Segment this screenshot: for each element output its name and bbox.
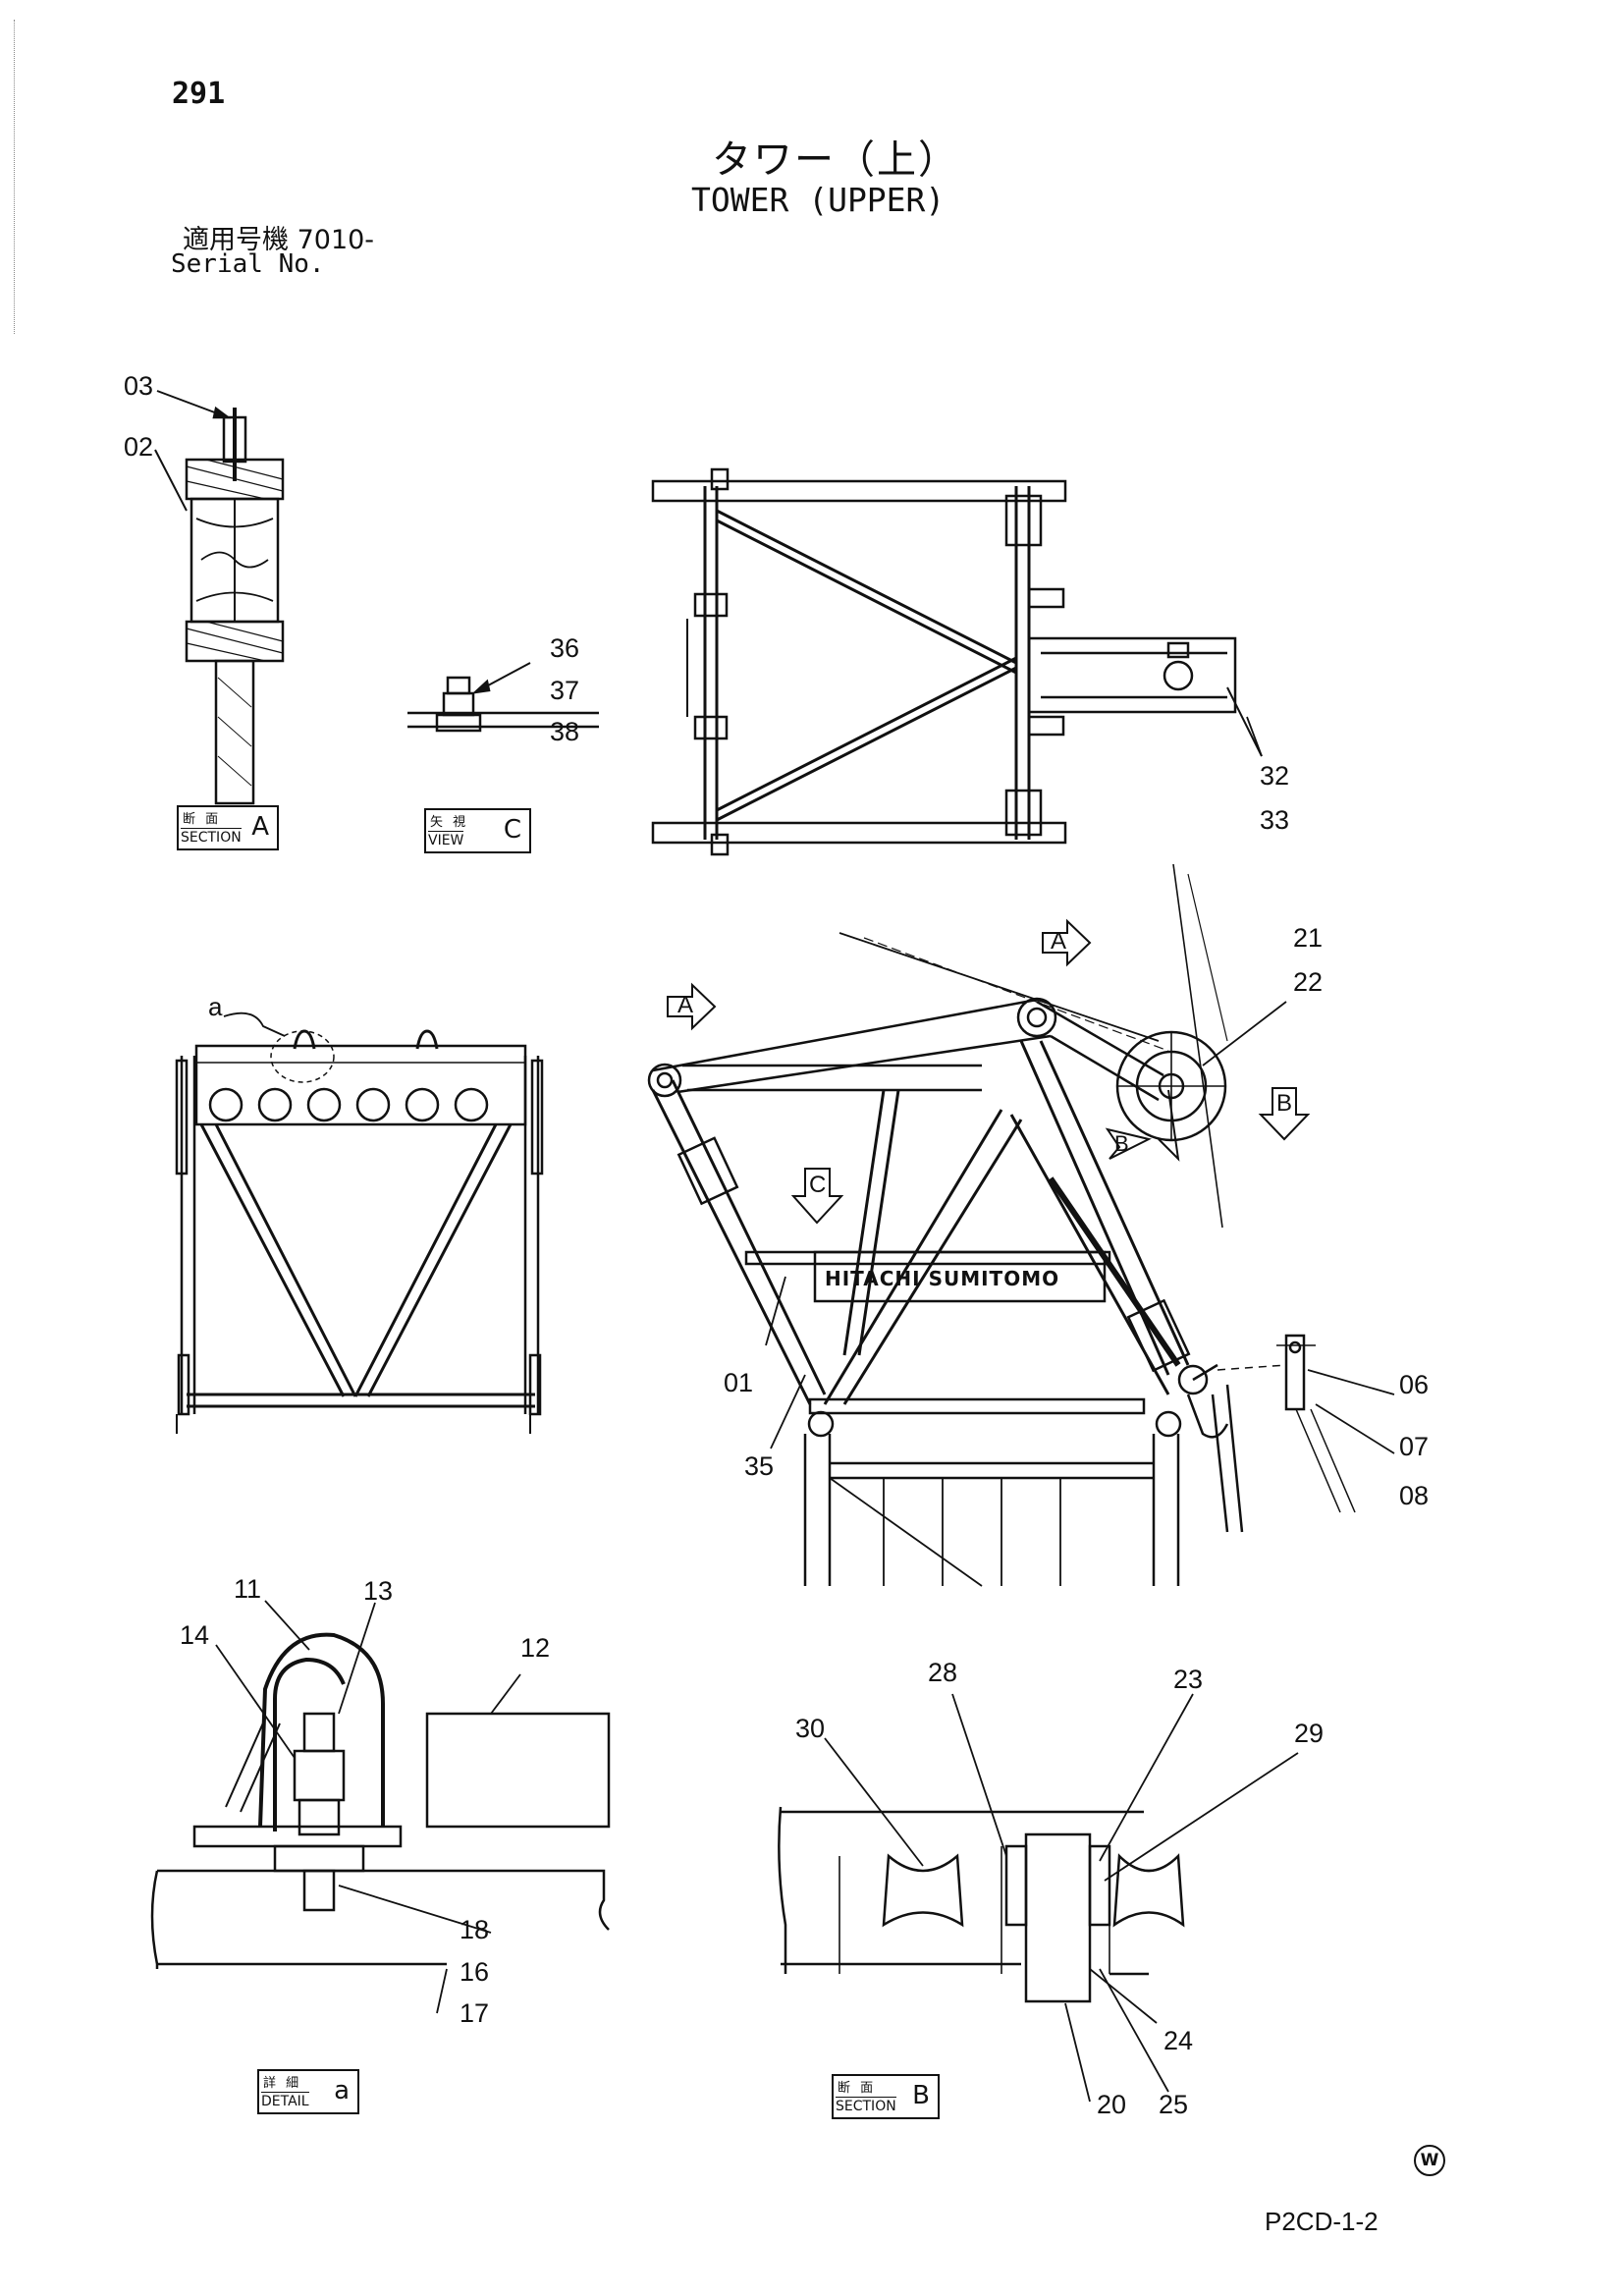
side-view-drawing: HITACHI SUMITOMO	[647, 863, 1356, 1587]
cut-markers	[667, 918, 1311, 1225]
cut-marker-a-top: A	[1051, 928, 1067, 955]
callout-36: 36	[550, 633, 580, 663]
callout-18: 18	[460, 1915, 490, 1944]
callout-20: 20	[1097, 2090, 1127, 2119]
callout-07: 07	[1399, 1432, 1430, 1461]
top-view-drawing	[651, 467, 1263, 856]
callout-37: 37	[550, 676, 580, 705]
section-b-label-letter: B	[912, 2081, 930, 2110]
section-b-drawing	[778, 1806, 1185, 2003]
view-c-drawing	[407, 662, 599, 733]
side-view-logo: HITACHI SUMITOMO	[825, 1267, 1059, 1290]
serial-label-japanese: 適用号機 7010-	[183, 225, 375, 255]
callout-01: 01	[724, 1368, 754, 1397]
callout-03: 03	[124, 371, 154, 401]
callout-24: 24	[1163, 2026, 1194, 2055]
callout-28: 28	[928, 1658, 958, 1687]
cut-marker-c: C	[809, 1172, 827, 1198]
callout-06: 06	[1399, 1370, 1430, 1399]
section-b-label-jp: 断 面	[838, 2081, 877, 2096]
document-code: P2CD-1-2	[1265, 2207, 1379, 2236]
page-number: 291	[172, 77, 226, 111]
detail-a-label-box: 詳 細 DETAIL a	[257, 2069, 359, 2114]
cut-marker-a-left: A	[677, 992, 694, 1018]
serial-label-english: Serial No.	[171, 249, 325, 279]
detail-marker-a: a	[208, 992, 223, 1021]
cut-marker-b-right: B	[1276, 1090, 1293, 1117]
front-view-drawing	[175, 1011, 544, 1434]
leader-lines	[215, 716, 1395, 2103]
callout-25: 25	[1159, 2090, 1189, 2119]
callout-22: 22	[1293, 967, 1324, 997]
title-english: TOWER (UPPER)	[691, 181, 946, 219]
section-a-label-letter: A	[251, 812, 269, 842]
callout-16: 16	[460, 1957, 490, 1987]
callout-32: 32	[1260, 761, 1290, 791]
circled-w-mark: W	[1414, 2145, 1445, 2176]
callout-29: 29	[1294, 1719, 1325, 1748]
section-a-label-box: 断 面 SECTION A	[177, 805, 279, 850]
callout-35: 35	[744, 1451, 775, 1481]
callout-14: 14	[180, 1620, 210, 1650]
binding-tick-marks	[14, 20, 19, 334]
callout-02: 02	[124, 432, 154, 462]
callout-23: 23	[1173, 1665, 1204, 1694]
callout-12: 12	[520, 1633, 551, 1663]
section-b-label-box: 断 面 SECTION B	[832, 2074, 940, 2119]
detail-a-label-letter: a	[334, 2076, 350, 2105]
title-japanese: タワー（上）	[712, 137, 959, 183]
view-c-label-box: 矢 視 VIEW C	[424, 808, 531, 853]
detail-a-label-jp: 詳 細	[263, 2076, 302, 2091]
callout-08: 08	[1399, 1481, 1430, 1510]
view-c-label-jp: 矢 視	[430, 815, 469, 830]
section-a-label-jp: 断 面	[183, 812, 222, 827]
view-c-label-en: VIEW	[428, 831, 464, 848]
callout-21: 21	[1293, 923, 1324, 953]
view-c-label-letter: C	[503, 815, 521, 845]
section-a-drawing	[154, 390, 285, 805]
callout-11: 11	[234, 1574, 262, 1604]
section-a-label-en: SECTION	[181, 828, 242, 846]
detail-a-label-en: DETAIL	[261, 2092, 309, 2109]
section-b-label-en: SECTION	[836, 2097, 896, 2114]
detail-a-drawing	[150, 1632, 611, 1969]
callout-13: 13	[363, 1576, 394, 1606]
callout-30: 30	[795, 1714, 826, 1743]
cut-marker-b-diag: B	[1114, 1131, 1129, 1156]
callout-33: 33	[1260, 805, 1290, 835]
callout-17: 17	[460, 1998, 490, 2028]
callout-38: 38	[550, 717, 580, 746]
